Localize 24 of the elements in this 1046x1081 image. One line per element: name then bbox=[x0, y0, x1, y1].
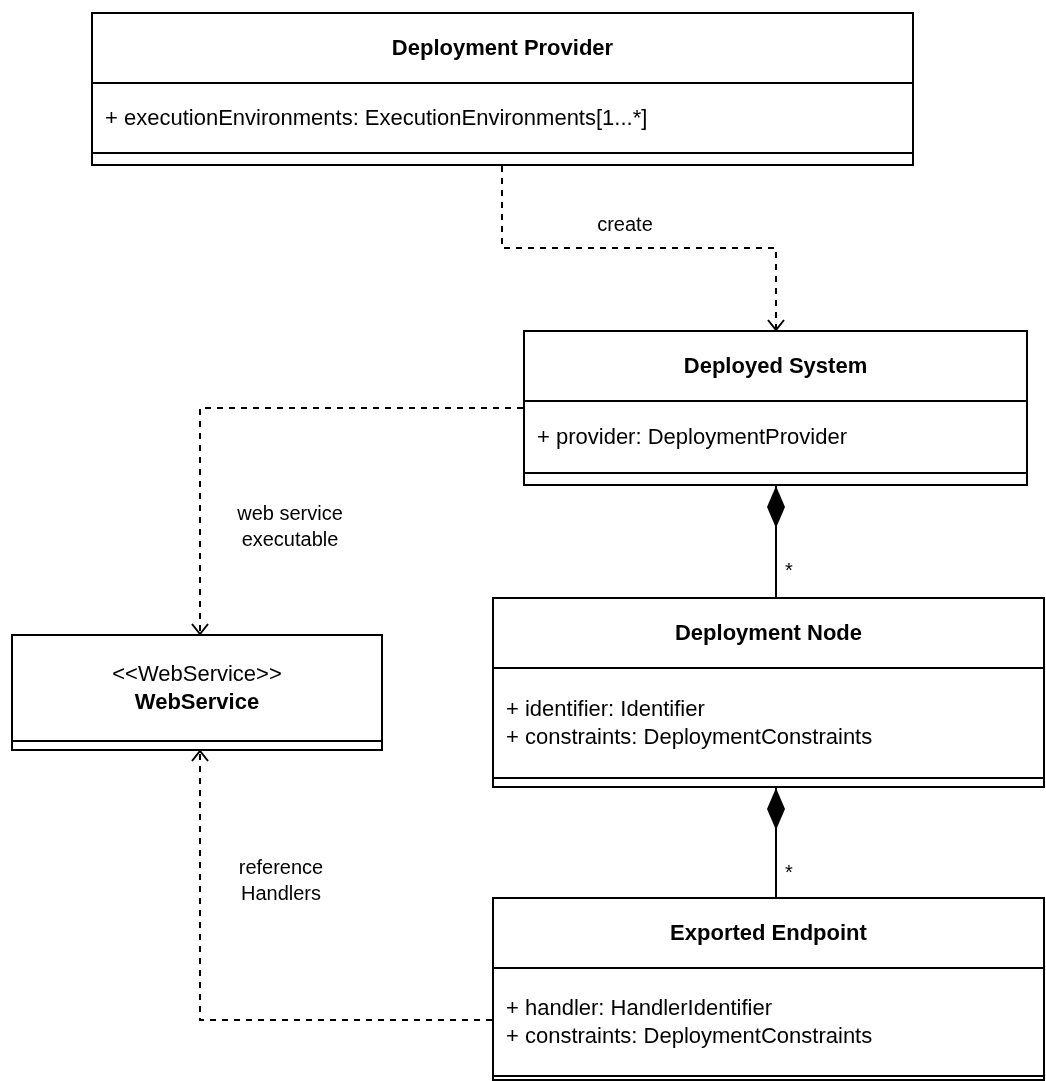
class-name: WebService bbox=[134, 688, 260, 716]
attribute-text: + executionEnvironments: ExecutionEnvironments[1...*] bbox=[105, 104, 649, 132]
class-box bbox=[523, 330, 1028, 486]
stereotype-label: <<WebService>> bbox=[112, 660, 282, 688]
class-box bbox=[11, 634, 383, 751]
class-name: Deployment Provider bbox=[391, 34, 614, 62]
class-box bbox=[492, 597, 1045, 788]
composition-line bbox=[767, 787, 785, 898]
multiplicity-label: * bbox=[785, 558, 793, 583]
class-name: Deployment Node bbox=[675, 619, 862, 647]
dependency-arrow bbox=[501, 165, 785, 331]
composition-line bbox=[767, 485, 785, 598]
multiplicity-label: * bbox=[785, 860, 793, 885]
attribute-text: + constraints: DeploymentConstraints bbox=[506, 1022, 874, 1050]
attribute-text: + provider: DeploymentProvider bbox=[537, 423, 848, 451]
dependency-arrow bbox=[191, 407, 524, 635]
attribute-text: + identifier: Identifier bbox=[506, 695, 706, 723]
dependency-arrow bbox=[191, 750, 493, 1021]
class-box bbox=[492, 897, 1045, 1081]
class-name: Deployed System bbox=[683, 352, 868, 380]
attribute-text: + constraints: DeploymentConstraints bbox=[506, 723, 874, 751]
class-box bbox=[91, 12, 914, 166]
class-name: Exported Endpoint bbox=[670, 919, 867, 947]
attribute-text: + handler: HandlerIdentifier bbox=[506, 994, 773, 1022]
